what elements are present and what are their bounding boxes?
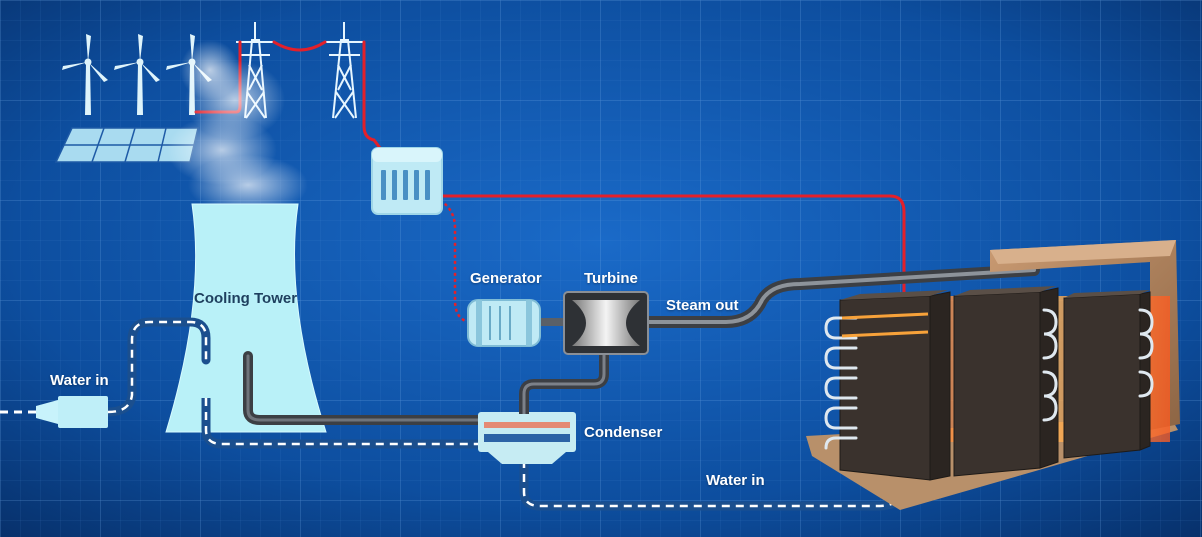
transmission-tower-icon: [325, 22, 364, 119]
heat-storage-unit-icon: [806, 240, 1180, 510]
turbine-label: Turbine: [584, 270, 638, 287]
turbine-icon: [563, 291, 649, 355]
water-pipe-left: [103, 317, 211, 417]
generator-icon: [467, 299, 566, 347]
condenser-label: Condenser: [584, 424, 663, 441]
water-in-label-left: Water in: [50, 372, 109, 389]
water-intake-icon: [36, 396, 108, 428]
cooling-tower-icon: [165, 203, 327, 433]
generator-label: Generator: [470, 270, 542, 287]
condenser-icon: [478, 412, 576, 464]
solar-panel-icon: [54, 127, 199, 163]
power-line-dotted: [439, 198, 471, 324]
steam-cloud: [167, 40, 308, 215]
cooling-tower-label: Cooling Tower: [194, 290, 298, 307]
battery-storage-icon: [371, 147, 443, 215]
steam-out-label: Steam out: [666, 297, 739, 314]
water-in-label-bottom: Water in: [706, 472, 765, 489]
